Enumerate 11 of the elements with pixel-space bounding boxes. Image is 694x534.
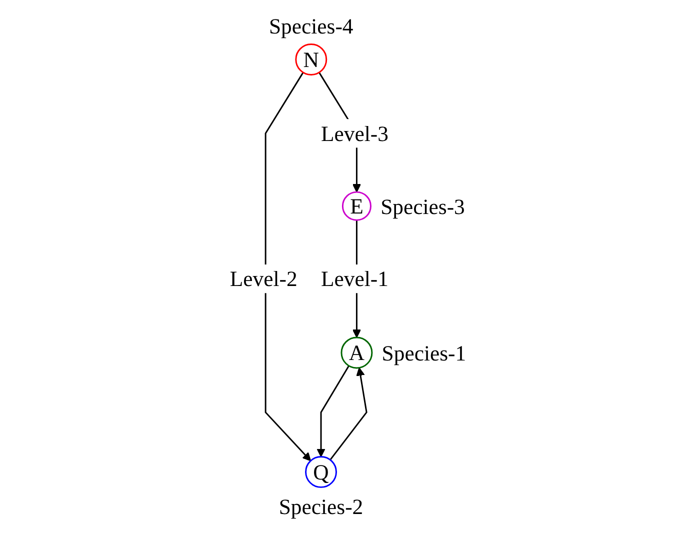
circle-node: E xyxy=(342,191,372,221)
circle-node: Q xyxy=(305,456,337,488)
edge-label: Level-1 xyxy=(319,264,390,294)
edge-label: Level-3 xyxy=(319,119,390,148)
circle-node: N xyxy=(295,43,328,76)
circle-node: A xyxy=(340,336,373,369)
species-label: Species-4 xyxy=(268,14,354,38)
species-label: Species-1 xyxy=(382,342,466,366)
edge-label: Level-2 xyxy=(228,264,300,294)
species-label: Species-2 xyxy=(278,494,364,519)
species-label: Species-3 xyxy=(380,194,465,219)
